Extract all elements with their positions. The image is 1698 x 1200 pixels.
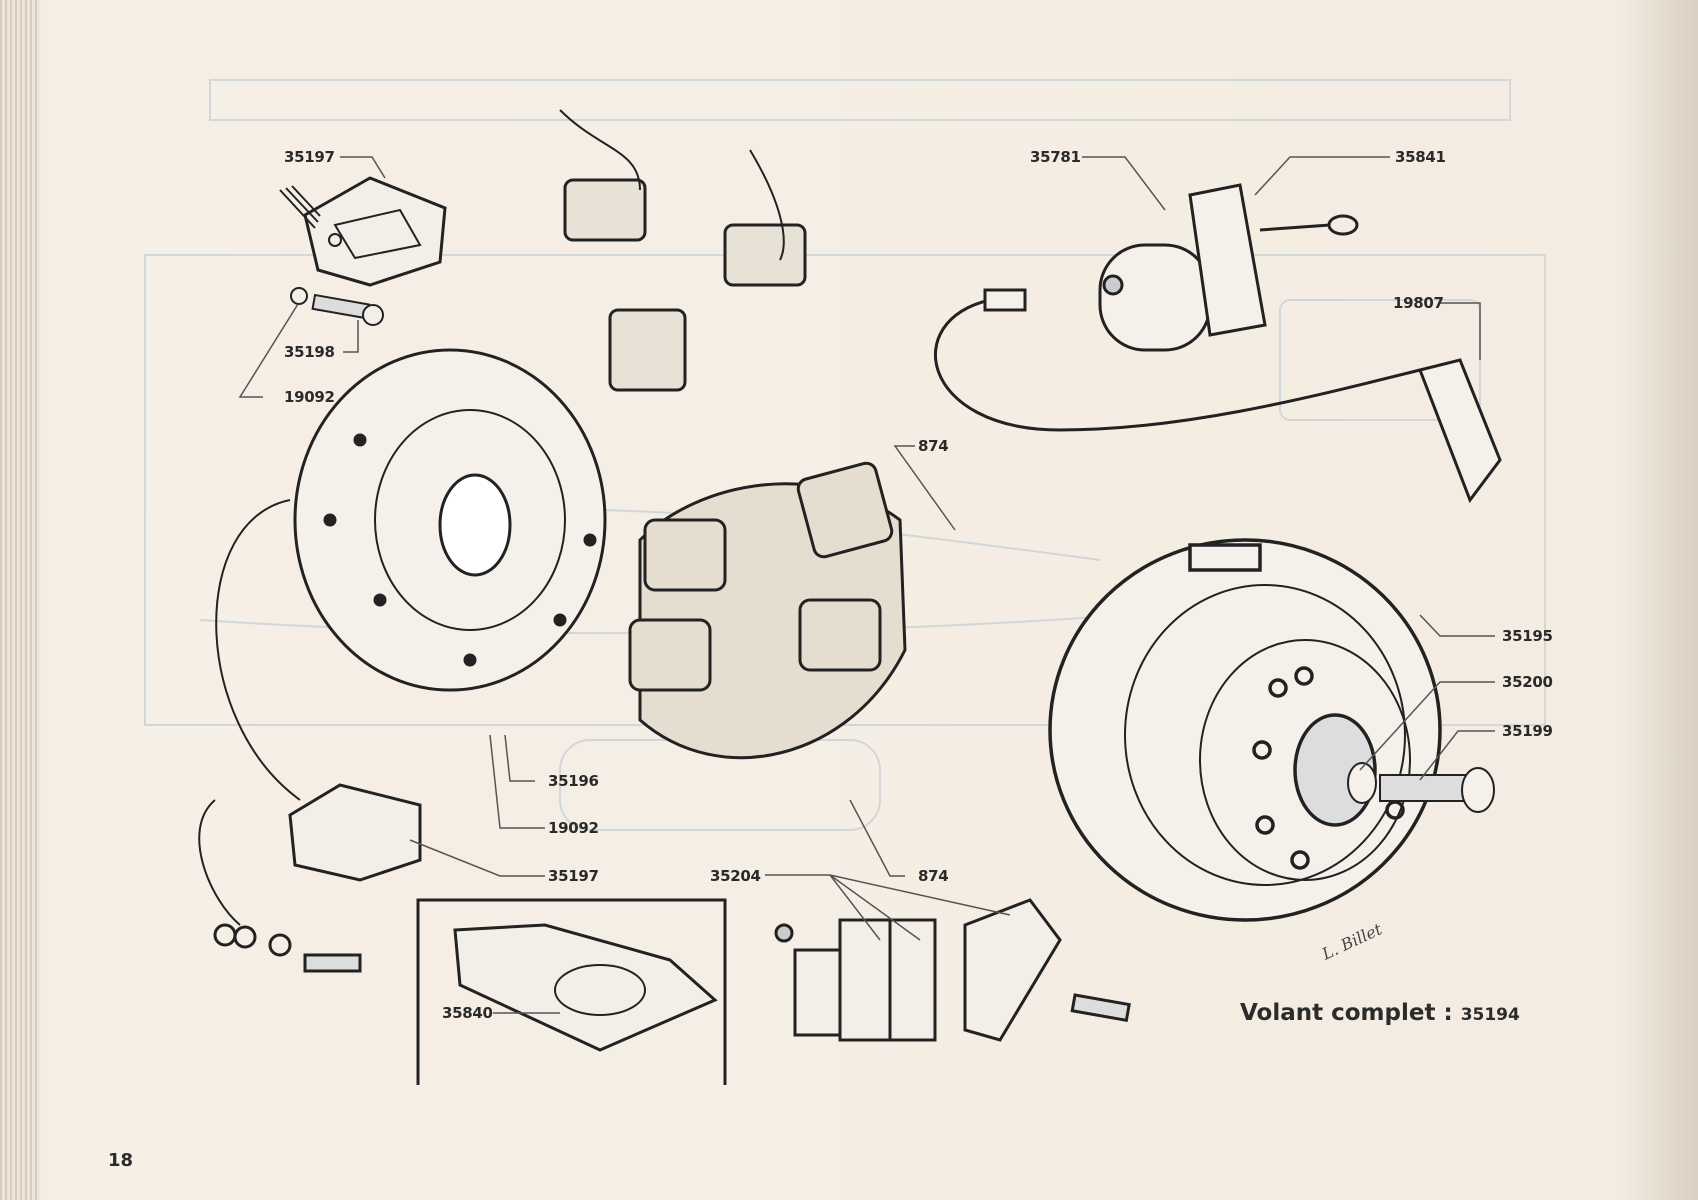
leader-lines (238, 156, 1495, 1014)
label-874-bottom: 874 (918, 867, 949, 885)
flywheel-35195 (1048, 538, 1442, 922)
caption-part-number: 35194 (1460, 1005, 1520, 1025)
label-19092-bottom: 19092 (548, 819, 599, 837)
label-35781: 35781 (1030, 148, 1081, 166)
bracket-35840-inset (416, 898, 727, 1085)
stator-coils (628, 461, 907, 760)
label-874-top: 874 (918, 437, 949, 455)
label-35196: 35196 (548, 772, 599, 790)
coil-35781 (1098, 183, 1359, 352)
label-19092-top: 19092 (284, 388, 335, 406)
label-35197-bottom: 35197 (548, 867, 599, 885)
bolt-35199 (1347, 762, 1495, 813)
label-35840: 35840 (442, 1004, 493, 1022)
label-35199: 35199 (1502, 722, 1553, 740)
page-edges (0, 0, 40, 1200)
caption: Volant complet : 35194 (1240, 1000, 1520, 1026)
label-35195: 35195 (1502, 627, 1553, 645)
ignition-module-bottom (198, 499, 422, 973)
label-35197-top: 35197 (284, 148, 335, 166)
caption-title: Volant complet : (1240, 1000, 1453, 1026)
stator-plate (293, 348, 607, 692)
connector-35204 (774, 898, 1131, 1042)
page-number: 18 (108, 1150, 134, 1171)
label-19807: 19807 (1393, 294, 1444, 312)
label-35200: 35200 (1502, 673, 1553, 691)
label-35204: 35204 (710, 867, 761, 885)
coils-top (559, 109, 807, 392)
hv-cable-19807 (934, 288, 1502, 504)
label-35198: 35198 (284, 343, 335, 361)
label-35841: 35841 (1395, 148, 1446, 166)
ignition-module-top (279, 176, 447, 287)
screw-35198 (290, 287, 384, 326)
